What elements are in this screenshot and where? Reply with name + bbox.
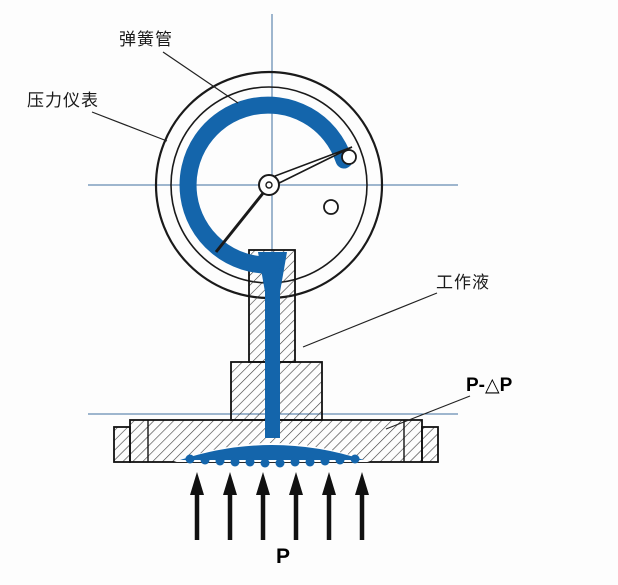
pressure-gauge-label: 压力仪表 — [27, 91, 99, 110]
pressure-gauge-leader-line — [91, 111, 168, 142]
pressure-differential-label: P-△P — [466, 375, 513, 396]
flange-left-tab — [113, 426, 131, 463]
working-fluid-leader-line — [302, 292, 438, 348]
pressure-label: P — [276, 545, 290, 568]
flange-right-tab — [421, 426, 439, 463]
working-fluid-column — [258, 252, 287, 438]
working-fluid-label: 工作液 — [436, 273, 490, 292]
spring-tube-label: 弹簧管 — [119, 30, 173, 49]
pressure-differential-leader-line — [385, 395, 471, 430]
linkage-pin-lower — [323, 199, 339, 215]
diaphragm-corrugations — [185, 454, 360, 468]
pointer-hub-pin — [265, 181, 273, 189]
spring-tube-arc — [179, 96, 353, 274]
spring-tube-leader-line — [162, 51, 239, 104]
linkage-pin-upper — [341, 149, 357, 165]
diaphragm-fluid-lens — [180, 445, 364, 460]
pointer-hub — [258, 174, 280, 196]
